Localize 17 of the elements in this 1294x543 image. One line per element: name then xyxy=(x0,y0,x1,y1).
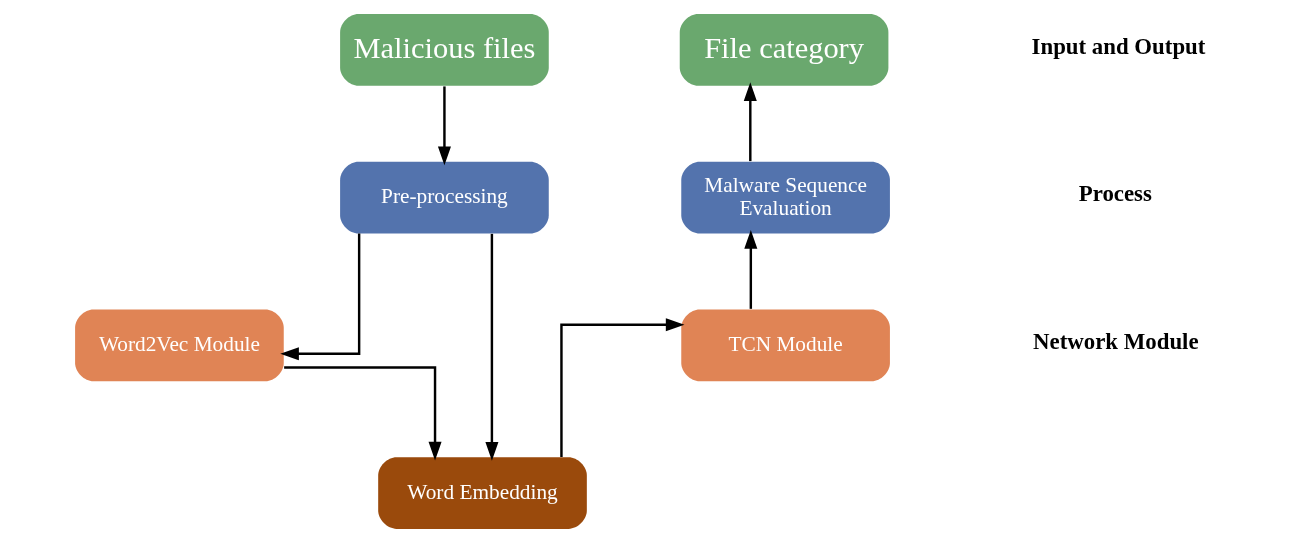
label: Input and Output xyxy=(1031,33,1206,59)
arrow xyxy=(284,366,442,461)
node-box: Word2Vec Module xyxy=(75,309,284,382)
arrow xyxy=(280,233,361,361)
label: Network Module xyxy=(1033,329,1199,355)
node-box: Malware Sequence Evaluation xyxy=(681,161,890,234)
arrow xyxy=(485,233,499,461)
node-box: File category xyxy=(679,14,889,86)
label: Process xyxy=(1078,181,1152,207)
arrow xyxy=(744,230,758,309)
node-box: TCN Module xyxy=(681,309,890,382)
arrow xyxy=(560,318,685,457)
node-box: Malicious files xyxy=(340,14,549,86)
arrow xyxy=(437,86,451,166)
node-box: Pre-processing xyxy=(340,161,549,234)
node-box: Word Embedding xyxy=(378,457,587,529)
arrow xyxy=(743,82,757,162)
